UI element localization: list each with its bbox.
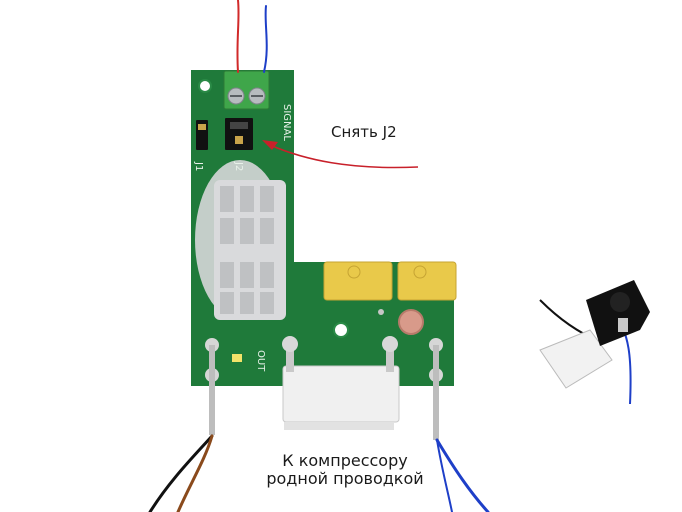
led	[232, 354, 242, 362]
wires	[148, 0, 490, 512]
compressor-annotation: К компрессору родной проводкой	[245, 451, 445, 489]
red-arrow	[262, 140, 419, 169]
relays	[323, 261, 457, 301]
output-connector	[282, 336, 400, 430]
board-out-label: OUT	[255, 350, 266, 372]
remove-j2-annotation: Снять J2	[331, 123, 397, 141]
terminal-block	[223, 70, 270, 110]
board-j2-label: J2	[233, 161, 244, 171]
compressor-annotation-line-1: К компрессору	[282, 451, 408, 470]
test-probes	[205, 338, 443, 440]
compressor-annotation-line-2: родной проводкой	[266, 469, 424, 489]
board-j1-label: J1	[193, 161, 204, 171]
start-relay-photo	[524, 266, 666, 409]
heatsink	[195, 160, 286, 320]
jumpers	[196, 118, 253, 150]
ptc-component	[398, 309, 424, 335]
board-signal-label: SIGNAL	[281, 104, 292, 141]
